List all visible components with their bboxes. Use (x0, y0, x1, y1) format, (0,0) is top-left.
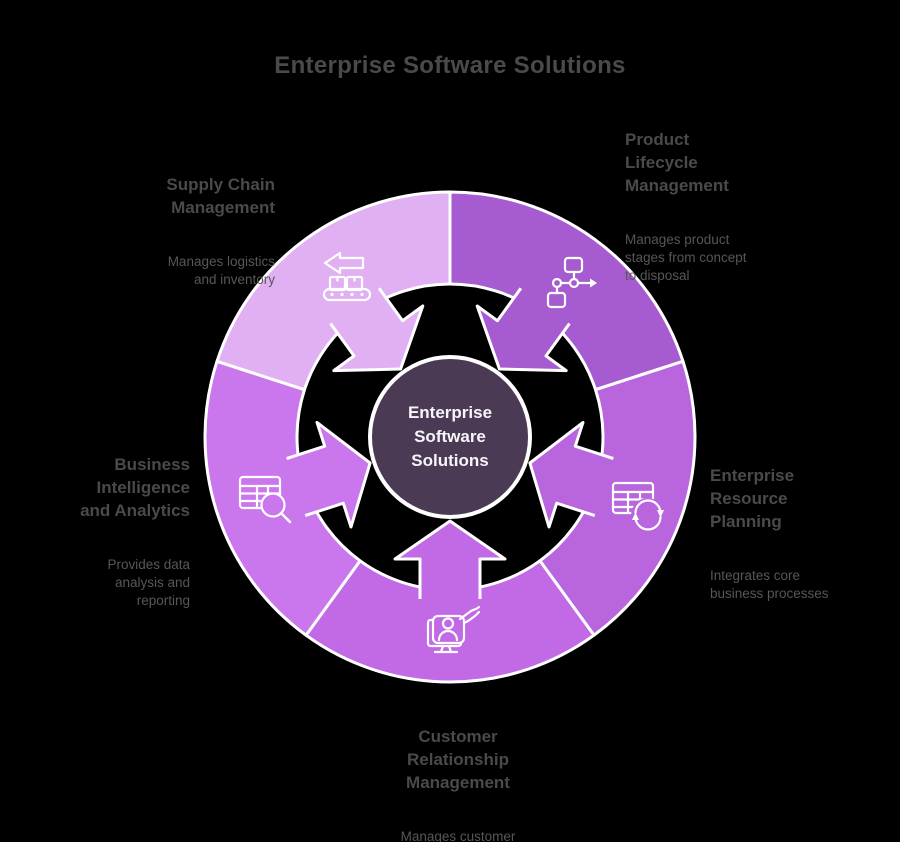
segment-product-lifecycle (448, 190, 685, 392)
center-hub-label: Enterprise Software Solutions (407, 403, 493, 470)
crm-title: Customer Relationship Management (406, 727, 510, 792)
label-business-intelligence: Business Intelligence and Analytics Prov… (0, 435, 190, 628)
monitor-user-icon (426, 605, 481, 654)
center-hub-circle (368, 355, 532, 519)
erp-title: Enterprise Resource Planning (710, 466, 795, 531)
crm-description: Manages customer interactions and sales (400, 829, 516, 842)
arrow-customer-relationship (393, 519, 507, 599)
arrow-enterprise-resource-planning (528, 420, 614, 529)
bi-title: Business Intelligence and Analytics (80, 455, 190, 520)
conveyor-belt-icon (322, 251, 372, 302)
supply-chain-description: Manages logistics and inventory (167, 254, 275, 287)
workflow-diagram-icon (546, 256, 597, 309)
label-supply-chain: Supply Chain Management Manages logistic… (75, 155, 275, 307)
arrow-business-intelligence (286, 420, 372, 529)
supply-chain-title: Supply Chain Management (166, 175, 275, 217)
table-search-icon (238, 475, 292, 524)
product-lifecycle-description: Manages product stages from concept to d… (625, 232, 747, 283)
segment-enterprise-resource-planning (538, 359, 697, 637)
page-title: Enterprise Software Solutions (274, 52, 626, 79)
label-customer-relationship: Customer Relationship Management Manages… (338, 707, 578, 842)
arrow-product-lifecycle (475, 287, 571, 373)
bi-description: Provides data analysis and reporting (107, 557, 190, 608)
product-lifecycle-title: Product Lifecycle Management (625, 130, 729, 195)
arrow-supply-chain (329, 287, 425, 373)
label-enterprise-resource-planning: Enterprise Resource Planning Integrates … (710, 446, 895, 621)
erp-description: Integrates core business processes (710, 568, 829, 601)
table-sync-icon (611, 481, 665, 532)
label-product-lifecycle: Product Lifecycle Management Manages pro… (625, 110, 825, 303)
